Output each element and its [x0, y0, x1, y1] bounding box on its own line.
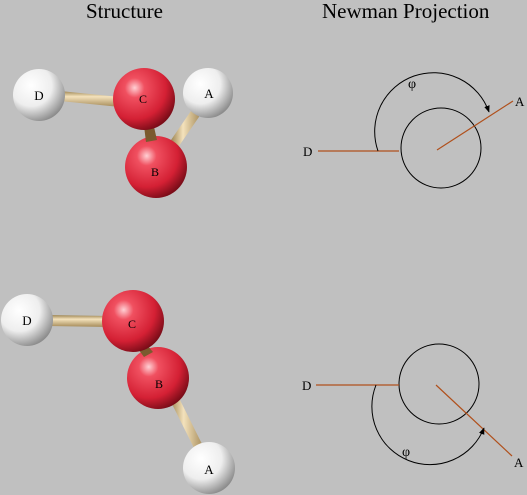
bond-d-c — [60, 91, 120, 107]
bond-b-a — [170, 396, 204, 452]
newman-label-a: A — [515, 94, 525, 109]
atom-d-top: D — [13, 69, 65, 121]
atom-a-label: A — [204, 86, 214, 101]
newman-label-a: A — [514, 455, 524, 470]
bond-c-a — [171, 108, 201, 146]
atom-b-bottom: B — [127, 347, 189, 409]
newman-angle-arc — [374, 72, 490, 152]
newman-rear-circle — [400, 107, 482, 189]
atom-c-bottom: C — [102, 290, 164, 352]
atom-c-label: C — [139, 92, 147, 106]
atom-c-top: C — [113, 68, 175, 130]
newman-projection-top: D A φ — [303, 72, 525, 189]
bond-d-c — [48, 315, 110, 327]
newman-rear-circle — [398, 343, 480, 425]
newman-bond-a — [435, 384, 513, 457]
atom-d-label: D — [34, 88, 43, 103]
atom-d-label: D — [22, 313, 31, 328]
atom-a-label: A — [204, 462, 214, 477]
structure-heading: Structure — [86, 0, 163, 23]
newman-label-d: D — [303, 144, 312, 159]
atom-a-top: A — [183, 68, 233, 118]
atom-a-bottom: A — [183, 442, 235, 494]
newman-label-phi: φ — [408, 77, 416, 92]
newman-projection-bottom: D A φ — [302, 343, 524, 470]
newman-projection-heading: Newman Projection — [322, 0, 490, 23]
atom-b-label: B — [151, 165, 159, 179]
atom-b-top: B — [125, 136, 187, 198]
newman-bond-a — [436, 100, 514, 151]
atom-c-label: C — [128, 317, 136, 331]
molecule-structure-top: D A B C — [13, 68, 233, 198]
atom-d-bottom: D — [1, 294, 53, 346]
atom-b-label: B — [155, 377, 163, 391]
newman-label-d: D — [302, 378, 311, 393]
newman-angle-arc — [371, 384, 485, 466]
newman-label-phi: φ — [402, 445, 410, 460]
molecule-structure-bottom: D A B C — [1, 290, 235, 494]
